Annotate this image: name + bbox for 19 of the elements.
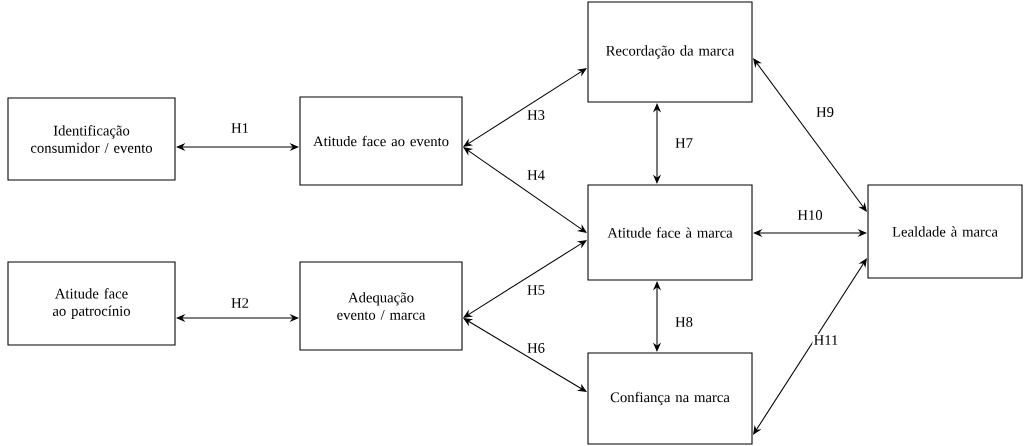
arrow (176, 313, 299, 323)
arrow (463, 68, 587, 147)
process-box: Identificação consumidor / evento (7, 97, 176, 181)
process-box: Adequação evento / marca (299, 261, 463, 351)
arrow (463, 318, 587, 392)
arrow (753, 258, 867, 435)
process-box: Recordação da marca (587, 1, 753, 103)
arrow (753, 228, 867, 238)
arrow (176, 142, 299, 152)
process-box: Atitude face ao patrocínio (7, 261, 176, 346)
arrow (652, 281, 662, 352)
process-box: Atitude face ao evento (299, 96, 463, 186)
process-box: Confiança na marca (587, 352, 753, 445)
process-box: Atitude face à marca (587, 184, 753, 281)
process-box: Lealdade à marca (867, 184, 1023, 279)
arrow (463, 147, 587, 233)
arrow (753, 58, 867, 212)
arrow (463, 240, 587, 318)
arrow (652, 103, 662, 184)
